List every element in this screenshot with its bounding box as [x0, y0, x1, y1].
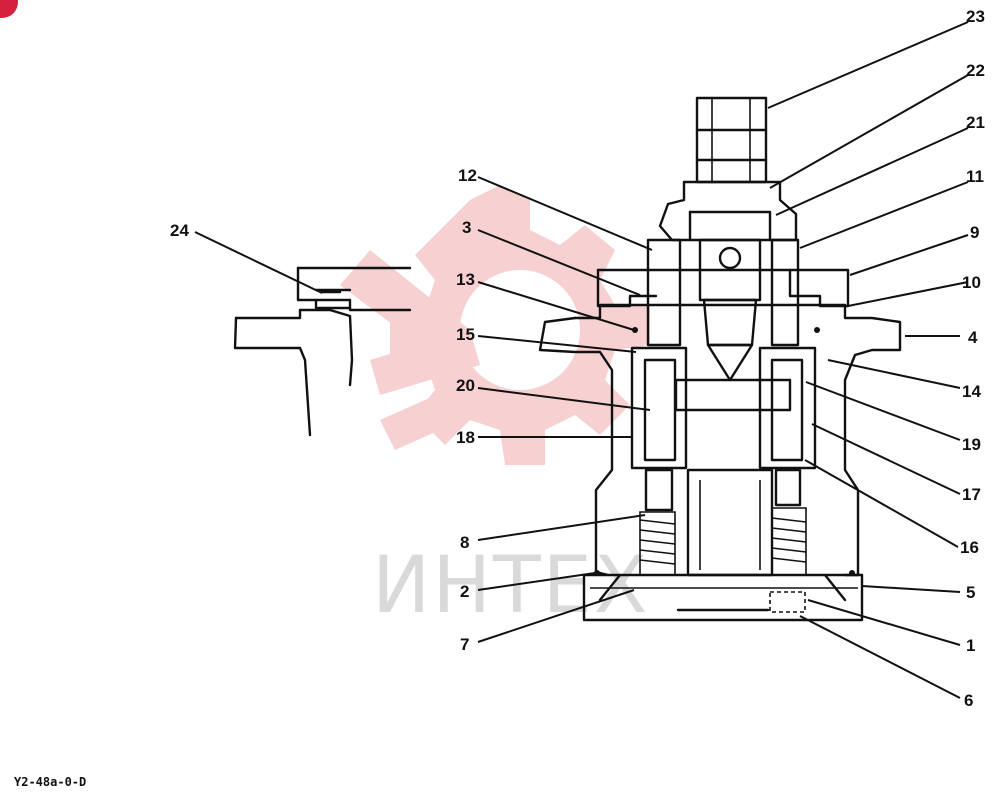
- callout-3: 3: [462, 218, 471, 237]
- callout-7: 7: [460, 635, 469, 654]
- callout-1: 1: [966, 636, 975, 655]
- callout-20: 20: [456, 376, 475, 395]
- callout-17: 17: [962, 485, 981, 504]
- callout-23: 23: [966, 7, 985, 26]
- callout-8: 8: [460, 533, 469, 552]
- callout-9: 9: [970, 223, 979, 242]
- leader-lines: [194, 21, 969, 699]
- callout-15: 15: [456, 325, 475, 344]
- side-detail-view: [233, 266, 412, 437]
- callout-11: 11: [966, 167, 984, 186]
- valve-body: [538, 96, 902, 622]
- callout-10: 10: [962, 273, 981, 292]
- callout-16: 16: [960, 538, 979, 557]
- figure-code: Y2-48a-0-D: [14, 775, 86, 789]
- callout-18: 18: [456, 428, 475, 447]
- callout-4: 4: [968, 328, 978, 347]
- callout-14: 14: [962, 382, 981, 401]
- callout-13: 13: [456, 270, 475, 289]
- callout-2: 2: [460, 582, 469, 601]
- callout-19: 19: [962, 435, 981, 454]
- callout-24: 24: [170, 221, 189, 240]
- callout-12: 12: [458, 166, 477, 185]
- callout-21: 21: [966, 113, 985, 132]
- callout-labels: 23 22 21 11 9 10 4 14 19 17 16 5 1 6 12 …: [170, 7, 985, 710]
- callout-22: 22: [966, 61, 985, 80]
- callout-5: 5: [966, 583, 975, 602]
- watermark-gear-logo: [340, 185, 650, 465]
- callout-6: 6: [964, 691, 973, 710]
- corner-mark: [0, 0, 18, 18]
